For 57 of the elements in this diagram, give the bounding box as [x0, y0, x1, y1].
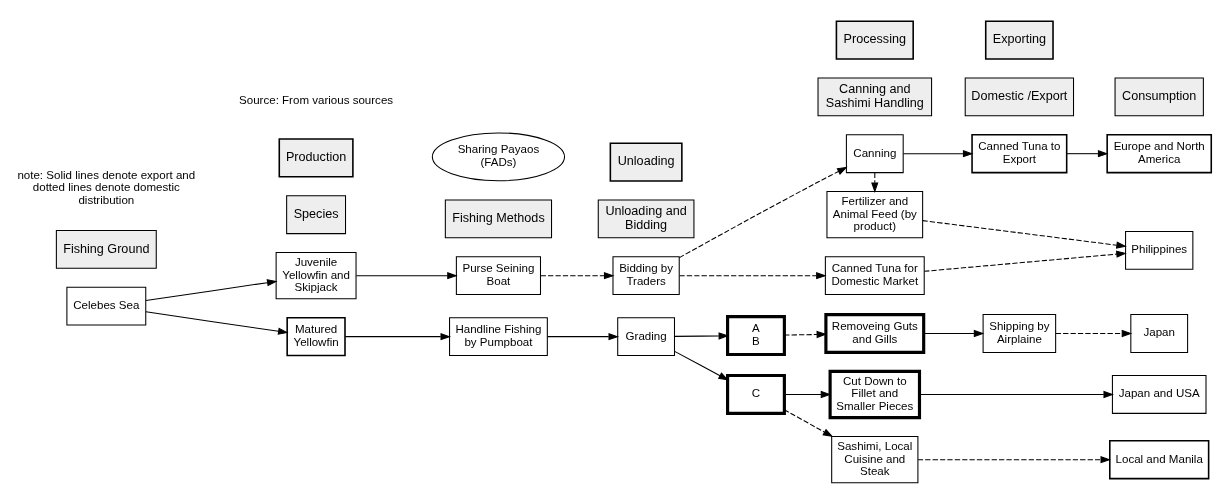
- node-box: A B: [726, 315, 786, 357]
- node-box: C: [726, 373, 786, 415]
- node-box: Handline Fishing by Pumpboat: [449, 317, 548, 357]
- arrow: [547, 332, 619, 341]
- arrow: [145, 311, 289, 335]
- arrow: [919, 390, 1114, 399]
- arrow: [540, 271, 615, 280]
- label: Unloading and Bidding: [605, 204, 687, 232]
- arrow: [922, 220, 1127, 249]
- arrow: [871, 172, 879, 193]
- arrow: [355, 271, 458, 280]
- arrow: [923, 250, 1127, 272]
- node-box: Sashimi, Local Cuisine and Steak: [831, 436, 919, 484]
- node-box: Shipping by Airplaine: [982, 314, 1057, 353]
- node-box: Europe and North America: [1106, 133, 1213, 174]
- arrow: [783, 330, 828, 339]
- label: Consumption: [1122, 89, 1197, 104]
- arrow: [783, 409, 834, 438]
- arrow: [1055, 329, 1133, 338]
- label: Source: From various sources: [239, 94, 394, 107]
- label: Production: [285, 150, 347, 165]
- node-box: Removeing Guts and Gills: [824, 313, 926, 354]
- node-box: Canned Tuna to Export: [971, 133, 1068, 174]
- arrow: [1066, 150, 1109, 158]
- arrow: [674, 350, 729, 381]
- node-box: Local and Manila: [1109, 439, 1210, 480]
- arrow: [902, 150, 974, 158]
- node-ellipse: Sharing Payaos (FADs): [431, 132, 566, 182]
- label: Exporting: [992, 32, 1047, 47]
- arrow: [344, 332, 452, 341]
- node-box: Juvenile Yellowfin and Skipjack: [275, 252, 357, 300]
- node-box: Japan: [1130, 314, 1189, 353]
- node-box: Canning: [845, 134, 904, 174]
- label: Canning and Sashimi Handling: [825, 82, 924, 110]
- arrow: [679, 271, 827, 280]
- arrow: [923, 329, 985, 338]
- node-box: Fertilizer and Animal Feed (by product): [826, 191, 924, 239]
- label: Domestic /Export: [971, 89, 1068, 104]
- arrow: [917, 456, 1112, 464]
- node-box: Celebes Sea: [66, 286, 147, 326]
- node-box: Matured Yellowfin: [286, 316, 346, 357]
- label: Species: [293, 206, 339, 221]
- arrow: [678, 166, 848, 259]
- node-box: Canned Tuna for Domestic Market: [824, 256, 925, 296]
- label: Processing: [843, 32, 906, 47]
- arrow: [783, 390, 832, 399]
- node-box: Grading: [617, 317, 675, 357]
- label: note: Solid lines denote export and dotted lines denote domestic distribution: [17, 168, 196, 206]
- label: Fishing Ground: [63, 241, 150, 256]
- node-box: Bidding by Traders: [612, 256, 680, 296]
- label: Unloading: [617, 154, 675, 169]
- arrow: [145, 279, 278, 301]
- node-box: Philippines: [1125, 230, 1194, 270]
- label: Fishing Methods: [452, 211, 545, 226]
- node-box: Cut Down to Fillet and Smaller Pieces: [828, 369, 922, 420]
- node-box: Japan and USA: [1111, 375, 1207, 414]
- node-box: Purse Seining Boat: [455, 256, 542, 296]
